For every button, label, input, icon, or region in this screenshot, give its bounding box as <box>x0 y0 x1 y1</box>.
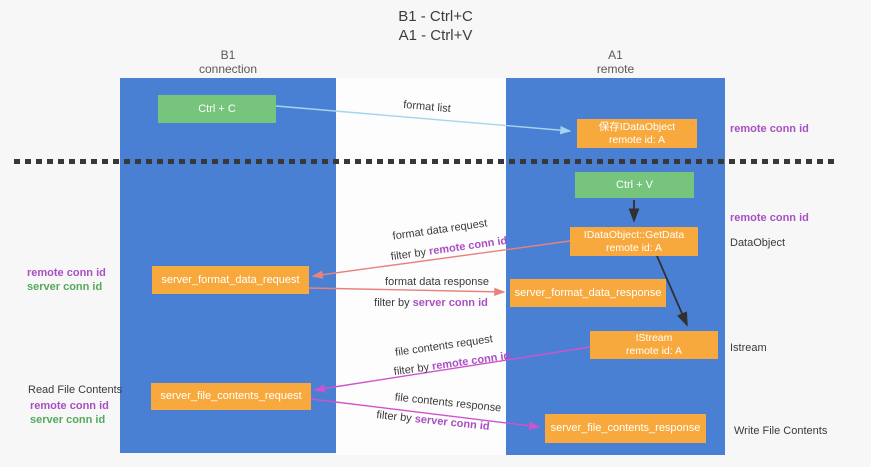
node-server-format-data-response: server_format_data_response <box>510 279 666 307</box>
node-server-file-contents-request-label: server_file_contents_request <box>160 390 302 402</box>
column-header-b1: B1 connection <box>120 48 336 76</box>
node-server-format-data-request: server_format_data_request <box>152 266 309 294</box>
annotation-dataobject: DataObject <box>730 237 786 249</box>
annotation-read-file-contents: Read File Contents <box>28 384 123 396</box>
column-a1-subtitle: remote <box>596 62 635 76</box>
annotation-server-conn-id-left2: server conn id <box>30 414 106 426</box>
node-idataobject-getdata: IDataObject::GetData remote id: A <box>570 227 698 256</box>
title-line-1: B1 - Ctrl+C <box>398 8 473 25</box>
column-b1-subtitle: connection <box>198 62 258 76</box>
annotation-conn-ids-file: remote conn id server conn id <box>30 399 109 427</box>
column-a1-name: A1 <box>608 48 623 62</box>
label-server-conn-id-inline-1: server conn id <box>412 297 488 309</box>
node-server-format-data-response-label: server_format_data_response <box>514 286 662 299</box>
label-filter-by-server-1: filter by server conn id <box>374 297 488 309</box>
annotation-remote-conn-id-mid: remote conn id <box>730 212 809 224</box>
label-filter-by-text-2: filter by <box>374 297 410 309</box>
node-istream-line1: IStream <box>635 332 673 344</box>
label-format-data-response: format data response <box>385 276 489 288</box>
column-b1-name: B1 <box>220 48 236 62</box>
node-ctrl-v-label: Ctrl + V <box>616 178 653 191</box>
node-save-idataobject-line2: remote id: A <box>608 133 666 146</box>
annotation-remote-conn-id-left2: remote conn id <box>30 400 109 412</box>
annotation-write-file-contents: Write File Contents <box>734 425 828 437</box>
node-server-format-data-request-label: server_format_data_request <box>161 273 300 286</box>
annotation-conn-ids-format: remote conn id server conn id <box>27 266 106 294</box>
annotation-server-conn-id-left1: server conn id <box>27 281 103 293</box>
node-ctrl-c: Ctrl + C <box>158 95 276 123</box>
node-save-idataobject: 保存IDataObject remote id: A <box>577 119 697 148</box>
node-server-file-contents-response: server_file_contents_response <box>545 414 706 443</box>
node-server-file-contents-request: server_file_contents_request <box>151 383 311 410</box>
node-server-file-contents-response-label: server_file_contents_response <box>550 422 701 434</box>
node-ctrl-v: Ctrl + V <box>575 172 694 198</box>
node-save-idataobject-line1: 保存IDataObject <box>598 120 676 133</box>
title-line-2: A1 - Ctrl+V <box>398 27 473 44</box>
dashed-divider <box>14 159 838 164</box>
node-ctrl-c-label: Ctrl + C <box>198 102 236 115</box>
annotation-remote-conn-id-left1: remote conn id <box>27 267 106 279</box>
diagram-title: B1 - Ctrl+C A1 - Ctrl+V <box>0 7 871 45</box>
annotation-remote-conn-id-top: remote conn id <box>730 123 809 135</box>
node-getdata-line2: remote id: A <box>605 241 663 254</box>
node-istream-line2: remote id: A <box>625 345 683 357</box>
column-header-a1: A1 remote <box>506 48 725 76</box>
node-getdata-line1: IDataObject::GetData <box>583 228 685 241</box>
annotation-istream: Istream <box>730 342 767 354</box>
node-istream: IStream remote id: A <box>590 331 718 359</box>
